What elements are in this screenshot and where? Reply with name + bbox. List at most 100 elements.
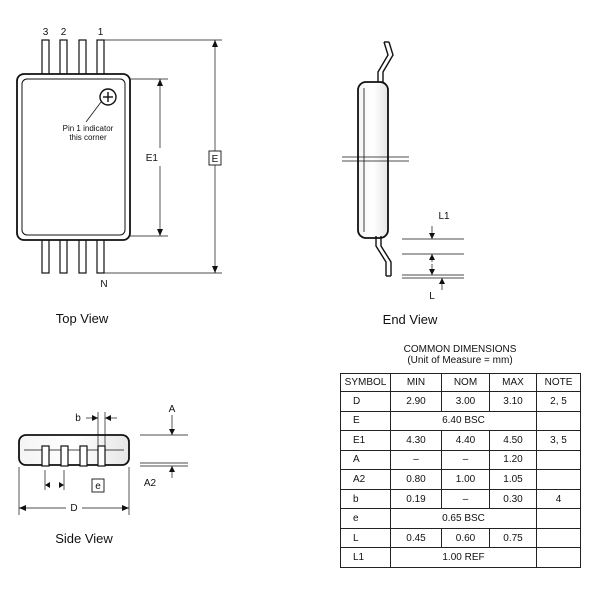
note-cell <box>536 410 581 432</box>
top-lead-2 <box>59 39 68 79</box>
table-row: E1 4.30 4.40 4.50 3, 5 <box>340 430 581 451</box>
dimensions-table: SYMBOL MIN NOM MAX NOTE D 2.90 3.00 3.10… <box>340 373 581 568</box>
side-view <box>18 412 188 515</box>
nom-cell: – <box>441 488 490 510</box>
pin1-indicator-text-2: this corner <box>69 133 107 142</box>
bottom-lead <box>78 235 87 274</box>
symbol-cell: E <box>340 410 391 432</box>
max-cell: 1.05 <box>489 469 537 490</box>
end-view-body <box>357 81 389 239</box>
side-lead <box>79 445 88 467</box>
header-nom: NOM <box>441 373 490 392</box>
pin-label-n: N <box>100 279 107 290</box>
symbol-cell: E1 <box>340 430 391 451</box>
max-cell: 3.10 <box>489 391 537 412</box>
b-label: b <box>75 413 81 424</box>
symbol-cell: A2 <box>340 469 391 490</box>
symbol-cell: e <box>340 508 391 529</box>
top-lead-1 <box>78 39 87 79</box>
header-min: MIN <box>390 373 442 392</box>
span-cell: 0.65 BSC <box>390 508 537 529</box>
min-cell: – <box>390 449 442 471</box>
min-cell: 0.80 <box>390 469 442 490</box>
end-view <box>342 41 464 290</box>
e-label: E <box>212 154 219 165</box>
e1-label: E1 <box>146 153 159 164</box>
nom-cell: 0.60 <box>441 527 490 549</box>
max-cell: 4.50 <box>489 430 537 451</box>
note-cell: 3, 5 <box>536 430 581 451</box>
pin1-indicator-icon <box>99 88 117 106</box>
end-view-top-lead <box>377 41 394 84</box>
bottom-lead <box>41 235 50 274</box>
d-label: D <box>70 503 77 514</box>
table-header-row: SYMBOL MIN NOM MAX NOTE <box>340 373 581 392</box>
side-lead <box>97 445 106 467</box>
top-body-outer <box>16 73 131 241</box>
min-cell: 0.45 <box>390 527 442 549</box>
table-row: e 0.65 BSC <box>340 508 581 529</box>
table-row: b 0.19 – 0.30 4 <box>340 488 581 510</box>
bottom-lead-n <box>96 235 105 274</box>
min-cell: 4.30 <box>390 430 442 451</box>
top-lead-extra <box>96 39 105 79</box>
pin1-indicator-text-1: Pin 1 indicator <box>63 124 114 133</box>
nom-cell: 3.00 <box>441 391 490 412</box>
e-dimension-box <box>208 150 222 166</box>
symbol-cell: L <box>340 527 391 549</box>
span-cell: 1.00 REF <box>390 547 537 568</box>
nom-cell: 4.40 <box>441 430 490 451</box>
header-note: NOTE <box>536 373 581 392</box>
table-row: A2 0.80 1.00 1.05 <box>340 469 581 490</box>
table-row: E 6.40 BSC <box>340 410 581 432</box>
side-view-labels: b A A2 e D Side View <box>55 404 175 546</box>
table-row: L 0.45 0.60 0.75 <box>340 527 581 549</box>
end-view-bottom-lead <box>375 236 392 276</box>
l1-label: L1 <box>438 211 450 222</box>
top-view <box>16 39 222 274</box>
e-pitch-label: e <box>95 481 101 492</box>
symbol-cell: D <box>340 391 391 412</box>
note-cell <box>536 547 581 568</box>
top-lead-3 <box>41 39 50 79</box>
end-view-labels: L1 L End View <box>383 211 450 327</box>
nom-cell: – <box>441 449 490 471</box>
note-cell <box>536 527 581 549</box>
top-view-title: Top View <box>56 311 109 326</box>
note-cell: 2, 5 <box>536 391 581 412</box>
min-cell: 0.19 <box>390 488 442 510</box>
pin-label-3: 3 <box>43 27 49 38</box>
a-label: A <box>169 404 176 415</box>
header-max: MAX <box>489 373 537 392</box>
table-row: A – – 1.20 <box>340 449 581 471</box>
note-cell <box>536 508 581 529</box>
symbol-cell: L1 <box>340 547 391 568</box>
min-cell: 2.90 <box>390 391 442 412</box>
pin-label-2: 2 <box>61 27 67 38</box>
note-cell <box>536 449 581 471</box>
top-body-inner <box>21 78 126 236</box>
dimensions-title: COMMON DIMENSIONS <box>403 344 517 355</box>
side-lead <box>41 445 50 467</box>
l-label: L <box>429 291 435 302</box>
table-row: D 2.90 3.00 3.10 2, 5 <box>340 391 581 412</box>
table-row: L1 1.00 REF <box>340 547 581 568</box>
a2-label: A2 <box>144 478 157 489</box>
max-cell: 0.75 <box>489 527 537 549</box>
dimensions-header: COMMON DIMENSIONS (Unit of Measure = mm) <box>340 344 580 366</box>
symbol-cell: b <box>340 488 391 510</box>
side-view-title: Side View <box>55 531 113 546</box>
symbol-cell: A <box>340 449 391 471</box>
note-cell <box>536 469 581 490</box>
header-symbol: SYMBOL <box>340 373 391 392</box>
dimensions-subtitle: (Unit of Measure = mm) <box>407 355 513 366</box>
end-view-title: End View <box>383 312 438 327</box>
max-cell: 0.30 <box>489 488 537 510</box>
bottom-lead <box>59 235 68 274</box>
max-cell: 1.20 <box>489 449 537 471</box>
top-view-labels: 3 2 1 N Pin 1 indicator this corner E1 E… <box>43 27 219 326</box>
e-pitch-box <box>91 478 105 493</box>
pin-label-1: 1 <box>98 27 104 38</box>
span-cell: 6.40 BSC <box>390 410 537 432</box>
